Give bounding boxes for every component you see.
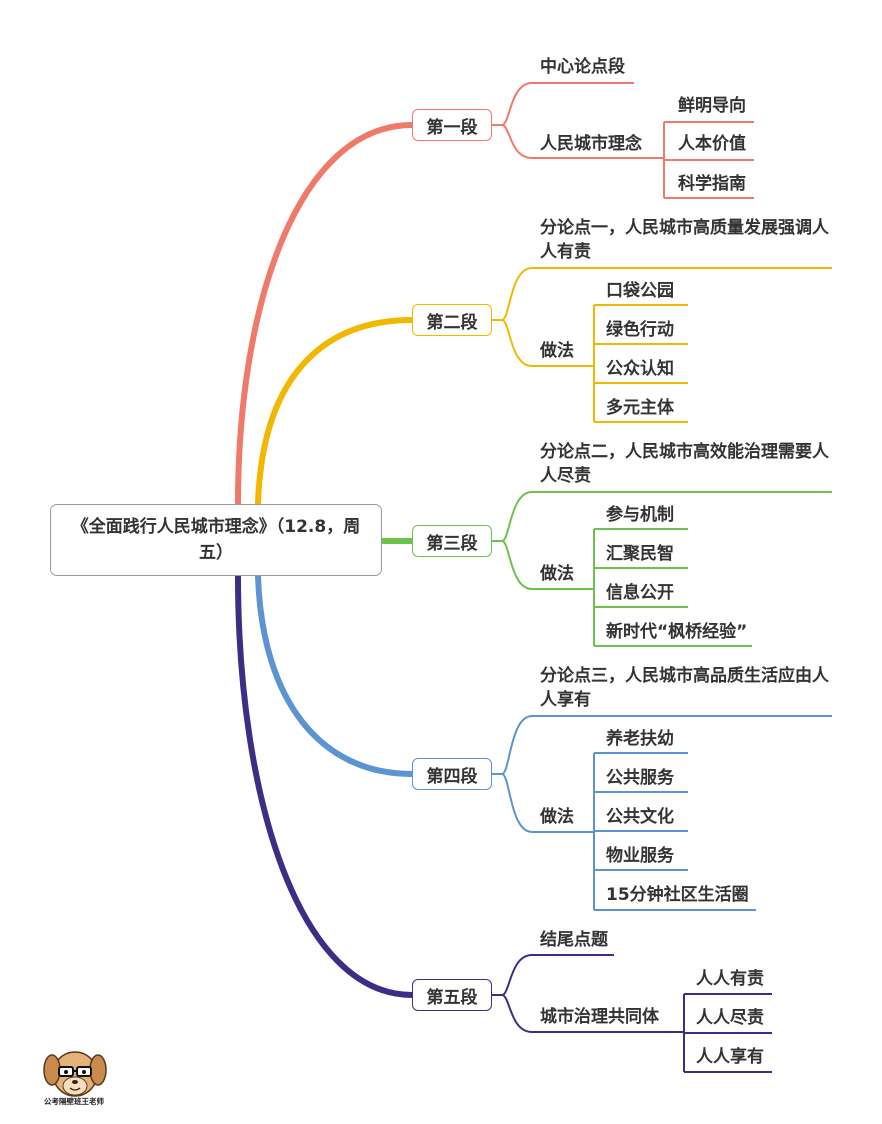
cartoon-dog-with-glasses-icon: [43, 1051, 107, 1097]
segment-1-sub-label: 人民城市理念: [540, 134, 642, 154]
segment-1-item-1: 鲜明导向: [678, 96, 746, 116]
segment-3-item-2: 汇聚民智: [606, 544, 674, 564]
segment-2-point: 分论点一，人民城市高质量发展强调人人有责: [540, 218, 829, 262]
segment-2-node[interactable]: 第二段: [412, 304, 492, 336]
segment-2-item-2: 绿色行动: [606, 320, 674, 340]
segment-4-point: 分论点三，人民城市高品质生活应由人人享有: [540, 666, 829, 710]
segment-5-sub-label: 城市治理共同体: [540, 1007, 659, 1027]
segment-5-node[interactable]: 第五段: [412, 979, 492, 1011]
segment-1-item-3: 科学指南: [678, 174, 746, 194]
watermark-text: 公考隔壁班王老师: [44, 1097, 104, 1106]
segment-3-item-4: 新时代“枫桥经验”: [606, 622, 748, 642]
segment-3-item-1: 参与机制: [606, 505, 674, 525]
segment-5-point: 结尾点题: [540, 930, 608, 950]
segment-3-item-3: 信息公开: [606, 583, 674, 603]
branch-line-2: [255, 317, 415, 507]
branch-line-1: [235, 122, 415, 507]
segment-2-item-4: 多元主体: [606, 398, 674, 418]
branch-line-5: [235, 573, 415, 998]
segment-4-item-2: 公共服务: [606, 768, 674, 788]
branch-line-4: [255, 573, 415, 777]
segment-4-sub-label: 做法: [540, 807, 574, 827]
segment-2-item-3: 公众认知: [606, 359, 674, 379]
segment-2-item-1: 口袋公园: [606, 281, 674, 301]
segment-4-item-5: 15分钟社区生活圈: [606, 885, 749, 905]
segment-4-item-4: 物业服务: [606, 846, 674, 866]
segment-3-sub-label: 做法: [540, 564, 574, 584]
segment-1-point: 中心论点段: [540, 57, 625, 77]
segment-4-node[interactable]: 第四段: [412, 758, 492, 790]
segment-3-node[interactable]: 第三段: [412, 525, 492, 557]
segment-5-item-2: 人人尽责: [696, 1008, 764, 1028]
segment-1-item-2: 人本价值: [678, 134, 746, 154]
segment-5-item-3: 人人享有: [696, 1047, 764, 1067]
segment-3-point: 分论点二，人民城市高效能治理需要人人尽责: [540, 442, 829, 486]
segment-5-item-1: 人人有责: [696, 969, 764, 989]
segment-4-item-1: 养老扶幼: [606, 729, 674, 749]
segment-4-item-3: 公共文化: [606, 807, 674, 827]
root-topic[interactable]: 《全面践行人民城市理念》（12.8，周五）: [50, 504, 382, 576]
segment-2-sub-label: 做法: [540, 341, 574, 361]
segment-1-node[interactable]: 第一段: [412, 109, 492, 141]
